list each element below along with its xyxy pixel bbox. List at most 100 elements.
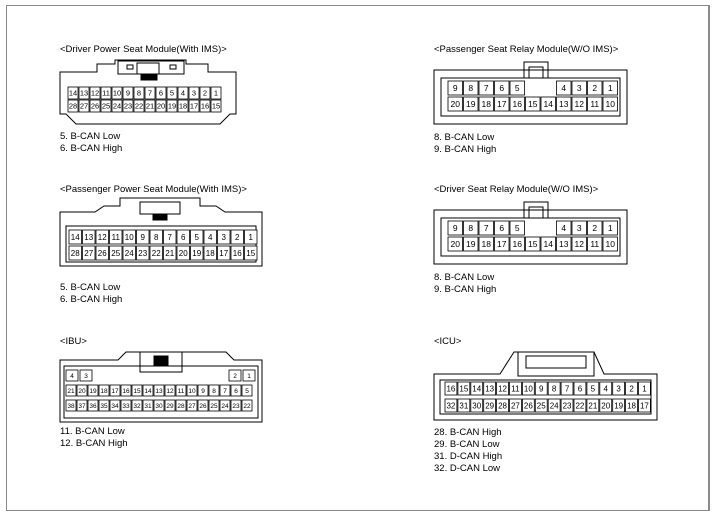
pin-cell bbox=[186, 399, 198, 412]
pin-number: 36 bbox=[89, 403, 97, 410]
pin-cell bbox=[219, 384, 231, 397]
pin-list-ibu: 11. B-CAN Low 12. B-CAN High bbox=[60, 426, 128, 450]
pin-item: 28. B-CAN High bbox=[434, 427, 502, 438]
pin-number: 5 bbox=[591, 384, 596, 393]
pin-cell bbox=[556, 220, 572, 236]
pin-cell bbox=[494, 80, 510, 96]
pin-number: 15 bbox=[212, 102, 220, 111]
pin-number: 34 bbox=[111, 403, 119, 410]
pin-number: 22 bbox=[135, 102, 143, 111]
frame-edge bbox=[708, 5, 709, 511]
pin-cell bbox=[547, 381, 561, 396]
pin-number: 12 bbox=[498, 384, 507, 393]
pin-number: 27 bbox=[511, 401, 520, 410]
pin-cell bbox=[525, 236, 541, 252]
pin-number: 7 bbox=[484, 83, 489, 93]
pin-number: 17 bbox=[497, 239, 507, 249]
pin-cell bbox=[122, 229, 136, 245]
pin-number: 18 bbox=[482, 99, 492, 109]
pin-number: 31 bbox=[459, 401, 468, 410]
pin-number: 11 bbox=[590, 239, 599, 249]
pin-number: 7 bbox=[168, 233, 173, 242]
pin-cell bbox=[133, 99, 145, 113]
pin-number: 23 bbox=[124, 102, 132, 111]
pin-cell bbox=[153, 384, 165, 397]
pin-item: 29. B-CAN Low bbox=[434, 439, 500, 450]
pin-cell bbox=[79, 369, 93, 382]
pin-cell bbox=[522, 381, 535, 396]
pin-cell bbox=[509, 381, 522, 396]
pin-number: 13 bbox=[559, 99, 569, 109]
pin-cell bbox=[463, 80, 479, 96]
pin-cell bbox=[122, 99, 134, 113]
pin-cell bbox=[188, 99, 200, 113]
pin-cell bbox=[571, 80, 587, 96]
pin-number: 6 bbox=[234, 388, 238, 395]
title-ibu: <IBU> bbox=[60, 336, 87, 347]
pin-cell bbox=[136, 245, 150, 261]
pin-number: 10 bbox=[606, 239, 616, 249]
pin-cell bbox=[120, 399, 132, 412]
pin-number: 17 bbox=[497, 99, 507, 109]
pin-cell bbox=[444, 381, 458, 396]
pin-number: 15 bbox=[246, 249, 255, 258]
pin-number: 12 bbox=[575, 99, 585, 109]
pin-cell bbox=[599, 398, 613, 413]
pin-number: 28 bbox=[69, 102, 77, 111]
pin-cell bbox=[87, 384, 99, 397]
pin-number: 15 bbox=[459, 384, 468, 393]
connector-driver-power-seat-module bbox=[59, 59, 237, 125]
pin-number: 31 bbox=[144, 403, 152, 410]
pin-cell bbox=[76, 384, 88, 397]
pin-number: 16 bbox=[513, 239, 523, 249]
pin-cell bbox=[186, 384, 198, 397]
pin-cell bbox=[65, 384, 77, 397]
pin-number: 9 bbox=[453, 223, 458, 233]
pin-number: 16 bbox=[446, 384, 455, 393]
pin-number: 21 bbox=[165, 249, 174, 258]
pin-number: 20 bbox=[78, 388, 86, 395]
pin-number: 21 bbox=[67, 388, 75, 395]
pin-number: 11 bbox=[178, 388, 185, 395]
pin-number: 7 bbox=[484, 223, 489, 233]
pin-item: 31. D-CAN High bbox=[434, 451, 503, 462]
title-driver-seat-relay-module: <Driver Seat Relay Module(W/O IMS)> bbox=[434, 184, 599, 195]
pin-number: 4 bbox=[604, 384, 609, 393]
pin-number: 2 bbox=[235, 233, 240, 242]
pin-cell bbox=[228, 369, 242, 382]
pin-cell bbox=[586, 381, 600, 396]
pin-number: 25 bbox=[102, 102, 110, 111]
pin-number: 3 bbox=[577, 223, 582, 233]
pin-number: 4 bbox=[70, 373, 74, 380]
pin-item: 6. B-CAN High bbox=[60, 143, 123, 154]
pin-cell bbox=[457, 381, 471, 396]
pin-cell bbox=[483, 398, 497, 413]
pin-number: 14 bbox=[69, 89, 77, 98]
pin-cell bbox=[163, 245, 177, 261]
connector-passenger-seat-relay-module bbox=[433, 61, 628, 125]
pin-number: 17 bbox=[190, 102, 198, 111]
pin-cell bbox=[122, 86, 134, 100]
pin-cell bbox=[478, 220, 494, 236]
pin-cell bbox=[241, 399, 253, 412]
pin-number: 20 bbox=[179, 249, 188, 258]
pin-cell bbox=[122, 245, 136, 261]
pin-number: 9 bbox=[201, 388, 205, 395]
pin-number: 23 bbox=[232, 403, 240, 410]
pin-number: 24 bbox=[550, 401, 559, 410]
pin-number: 24 bbox=[113, 102, 121, 111]
pin-number: 3 bbox=[222, 233, 227, 242]
pin-number: 4 bbox=[561, 83, 566, 93]
pin-cell bbox=[560, 381, 574, 396]
pin-cell bbox=[463, 96, 479, 112]
pin-cell bbox=[190, 245, 204, 261]
pin-cell bbox=[625, 381, 638, 396]
pin-number: 9 bbox=[141, 233, 146, 242]
pin-cell bbox=[164, 384, 176, 397]
pin-cell bbox=[95, 245, 109, 261]
pin-number: 10 bbox=[524, 384, 533, 393]
title-icu: <ICU> bbox=[434, 336, 462, 347]
pin-cell bbox=[447, 96, 463, 112]
pin-cell bbox=[208, 384, 220, 397]
